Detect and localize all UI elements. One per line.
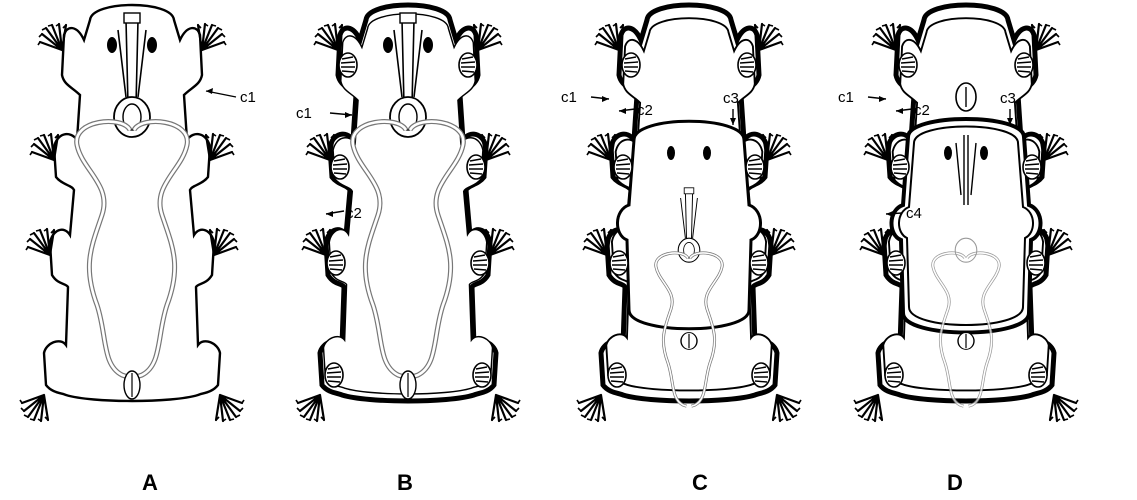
panel-a: c1	[20, 5, 256, 421]
panel-label-d: D	[947, 470, 963, 495]
callout-c-c3: c3	[723, 90, 739, 107]
panel-label-a: A	[142, 470, 158, 495]
callout-d-c4: c4	[906, 205, 922, 222]
callout-c-c2: c2	[637, 102, 653, 119]
callout-d-c3: c3	[1000, 90, 1016, 107]
panel-label-c: C	[692, 470, 708, 495]
callout-c-c1: c1	[561, 89, 577, 106]
panel-b: c1 c2	[296, 5, 520, 421]
callout-a-c1: c1	[240, 89, 256, 106]
callout-d-c2: c2	[914, 102, 930, 119]
callout-b-c2: c2	[346, 205, 362, 222]
panel-d: c1 c2 c3 c4	[838, 5, 1078, 421]
panel-label-b: B	[397, 470, 413, 495]
panel-c: c1 c2 c3	[561, 5, 801, 421]
callout-d-c1: c1	[838, 89, 854, 106]
callout-b-c1: c1	[296, 105, 312, 122]
